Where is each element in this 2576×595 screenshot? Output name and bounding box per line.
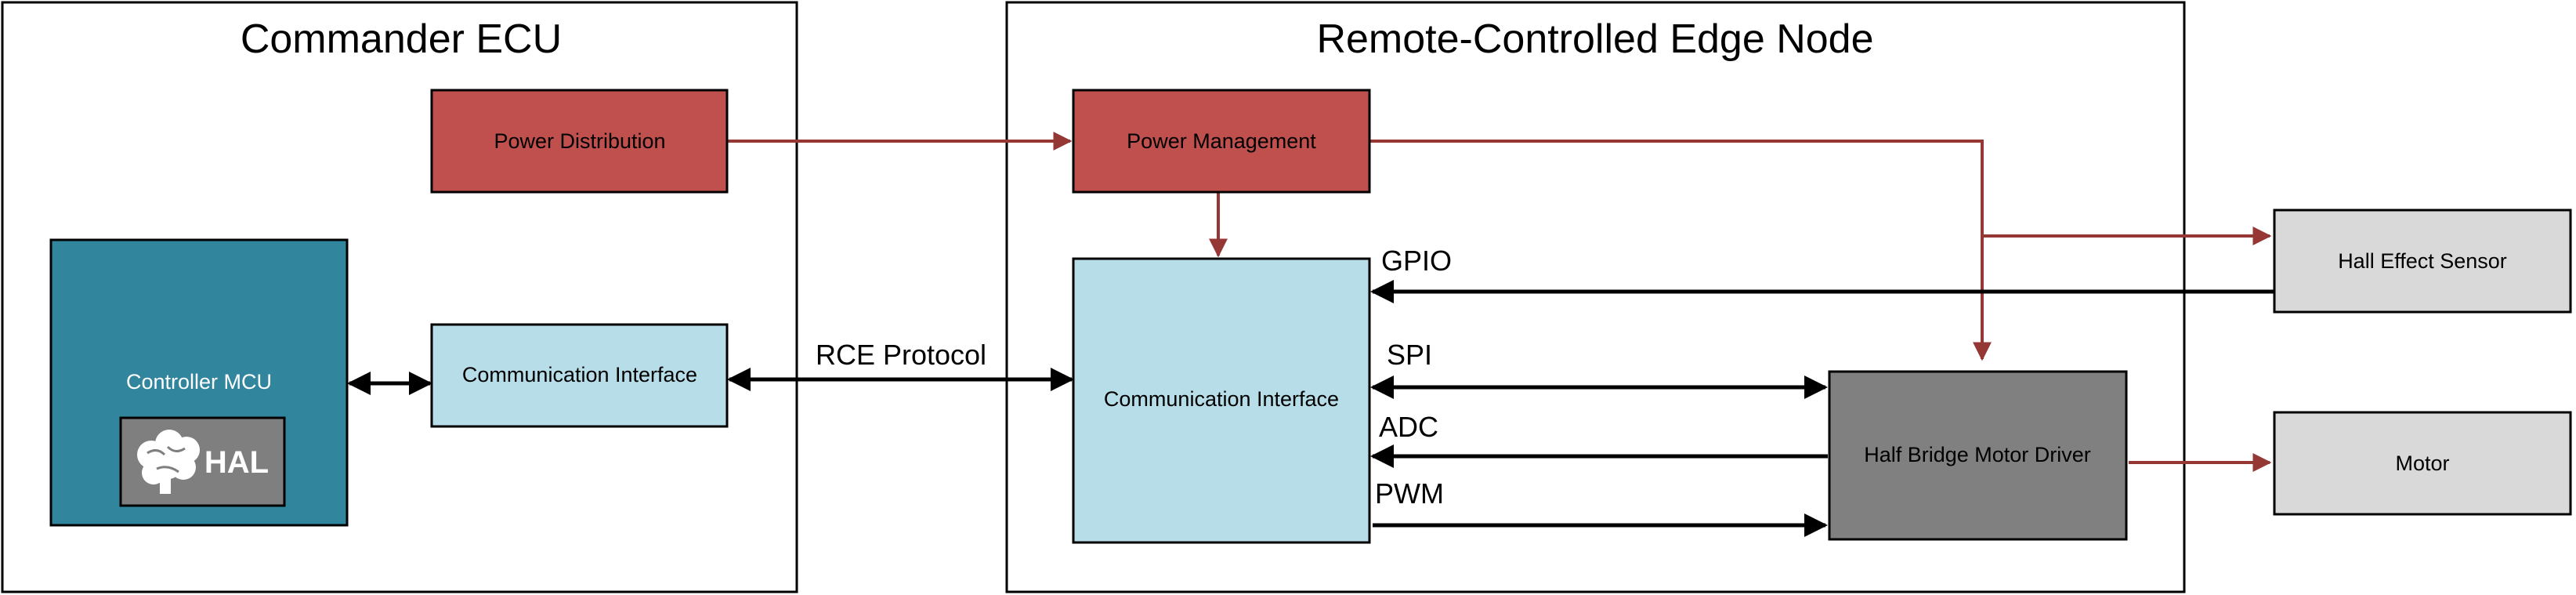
power-management-to-driver-line: [1369, 140, 1992, 361]
edge-comm-interface-label: Communication Interface: [1104, 387, 1339, 411]
gpio-label: GPIO: [1381, 245, 1452, 277]
edge-node-title: Remote-Controlled Edge Node: [1316, 16, 1873, 62]
commander-comm-interface-label: Communication Interface: [462, 363, 697, 386]
motor-driver-label: Half Bridge Motor Driver: [1864, 443, 2091, 466]
motor-label: Motor: [2395, 452, 2449, 475]
brain-icon: [137, 430, 200, 494]
controller-mcu-label: Controller MCU: [126, 370, 272, 394]
adc-label: ADC: [1379, 411, 1438, 443]
commander-ecu-title: Commander ECU: [241, 16, 562, 62]
pwm-label: PWM: [1375, 477, 1444, 510]
hall-sensor-label: Hall Effect Sensor: [2338, 249, 2507, 273]
motor-block: Motor: [2273, 411, 2572, 516]
rce-protocol-label: RCE Protocol: [816, 339, 986, 371]
spi-label: SPI: [1387, 339, 1432, 371]
power-management-block: Power Management: [1072, 89, 1371, 194]
controller-mcu-block: Controller MCU HAL: [49, 238, 349, 527]
hal-badge: HAL: [119, 416, 286, 507]
power-distribution-block: Power Distribution: [430, 89, 729, 194]
motor-driver-block: Half Bridge Motor Driver: [1828, 370, 2128, 541]
power-connections: [727, 132, 2272, 472]
power-management-label: Power Management: [1127, 129, 1316, 153]
edge-comm-interface-block: Communication Interface: [1072, 257, 1371, 544]
commander-comm-interface-block: Communication Interface: [430, 323, 729, 428]
hal-label: HAL: [204, 445, 269, 480]
power-distribution-label: Power Distribution: [494, 129, 665, 153]
hall-sensor-block: Hall Effect Sensor: [2273, 209, 2572, 314]
signal-connections: RCE Protocol GPIO SPI ADC PWM: [347, 245, 2274, 537]
